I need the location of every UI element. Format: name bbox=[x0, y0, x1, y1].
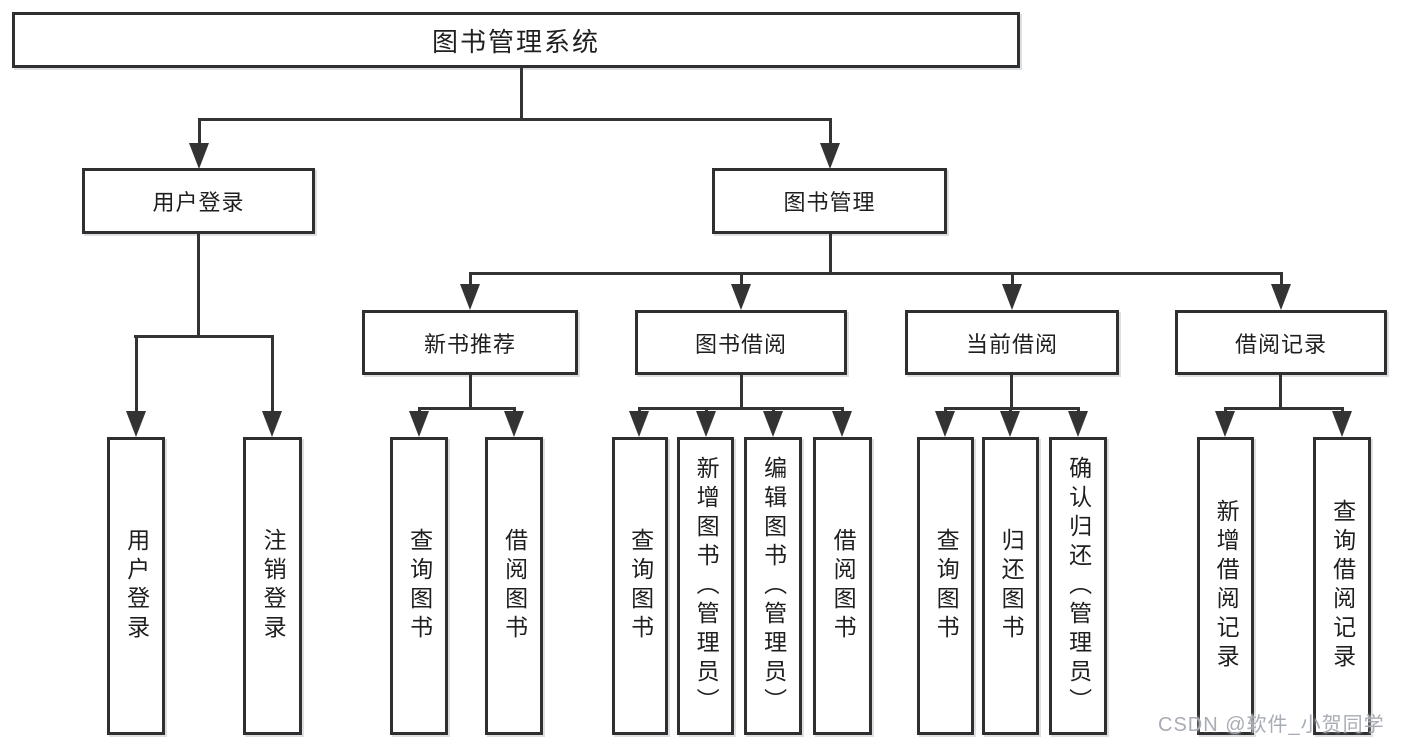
node-system-label: 图书管理系统 bbox=[431, 26, 600, 57]
leaf-add-borrow-record: 新增借阅记录 bbox=[1197, 437, 1254, 735]
leaf-query-books-recommend-label: 查询图书 bbox=[406, 528, 433, 644]
leaf-query-books-borrow: 查询图书 bbox=[612, 437, 668, 735]
arrow-down-icon bbox=[1332, 411, 1352, 437]
leaf-edit-book-admin-label: 编辑图书（管理员） bbox=[760, 455, 787, 717]
connector-line bbox=[1010, 375, 1013, 407]
leaf-logout-label: 注销登录 bbox=[260, 528, 287, 644]
leaf-borrow-books-recommend: 借阅图书 bbox=[485, 437, 543, 735]
node-book-management-label: 图书管理 bbox=[783, 190, 876, 215]
leaf-query-borrow-record-label: 查询借阅记录 bbox=[1329, 499, 1356, 673]
leaf-query-books-recommend: 查询图书 bbox=[390, 437, 448, 735]
connector-line bbox=[1280, 272, 1283, 288]
node-current-borrow-label: 当前借阅 bbox=[965, 331, 1058, 357]
arrow-down-icon bbox=[731, 284, 751, 310]
connector-line bbox=[197, 234, 200, 335]
arrow-down-icon bbox=[832, 411, 852, 437]
leaf-user-login-label: 用户登录 bbox=[123, 528, 150, 644]
node-new-book-recommend: 新书推荐 bbox=[362, 310, 578, 375]
leaf-query-books-borrow-label: 查询图书 bbox=[627, 528, 654, 644]
arrow-down-icon bbox=[126, 411, 146, 437]
arrow-down-icon bbox=[935, 411, 955, 437]
connector-line bbox=[740, 272, 743, 288]
arrow-down-icon bbox=[1002, 284, 1022, 310]
node-book-borrow: 图书借阅 bbox=[635, 310, 847, 375]
leaf-query-borrow-record: 查询借阅记录 bbox=[1313, 437, 1371, 735]
arrow-down-icon bbox=[189, 143, 209, 169]
node-book-borrow-label: 图书借阅 bbox=[694, 331, 787, 357]
node-user-login-label: 用户登录 bbox=[152, 190, 245, 215]
leaf-return-book: 归还图书 bbox=[982, 437, 1039, 735]
connector-line bbox=[198, 118, 832, 121]
leaf-query-books-current-label: 查询图书 bbox=[933, 528, 960, 644]
connector-line bbox=[520, 68, 523, 118]
leaf-borrow-books-recommend-label: 借阅图书 bbox=[501, 528, 528, 644]
connector-line bbox=[638, 407, 844, 410]
leaf-borrow-books-label: 借阅图书 bbox=[830, 528, 857, 644]
connector-line bbox=[418, 407, 516, 410]
leaf-add-borrow-record-label: 新增借阅记录 bbox=[1213, 499, 1240, 673]
arrow-down-icon bbox=[504, 411, 524, 437]
connector-line bbox=[1011, 272, 1014, 288]
arrow-down-icon bbox=[629, 411, 649, 437]
arrow-down-icon bbox=[820, 143, 840, 169]
node-book-management: 图书管理 bbox=[712, 168, 947, 234]
leaf-return-book-label: 归还图书 bbox=[998, 528, 1025, 644]
arrow-down-icon bbox=[696, 411, 716, 437]
arrow-down-icon bbox=[763, 411, 783, 437]
node-current-borrow: 当前借阅 bbox=[905, 310, 1119, 375]
watermark: CSDN @软件_小贺同学 bbox=[1158, 714, 1385, 736]
leaf-logout: 注销登录 bbox=[243, 437, 302, 735]
connector-line bbox=[740, 375, 743, 407]
arrow-down-icon bbox=[1271, 284, 1291, 310]
node-borrow-records: 借阅记录 bbox=[1175, 310, 1387, 375]
node-new-book-recommend-label: 新书推荐 bbox=[423, 331, 516, 357]
leaf-add-book-admin: 新增图书（管理员） bbox=[677, 437, 734, 735]
leaf-add-book-admin-label: 新增图书（管理员） bbox=[693, 455, 720, 717]
arrow-down-icon bbox=[409, 411, 429, 437]
leaf-confirm-return-admin-label: 确认归还（管理员） bbox=[1065, 455, 1092, 717]
connector-line bbox=[469, 272, 1282, 275]
connector-line bbox=[469, 375, 472, 407]
connector-line bbox=[1224, 407, 1343, 410]
arrow-down-icon bbox=[262, 411, 282, 437]
leaf-user-login: 用户登录 bbox=[107, 437, 165, 735]
connector-line bbox=[469, 272, 472, 288]
connector-line bbox=[271, 335, 274, 412]
leaf-query-books-current: 查询图书 bbox=[917, 437, 974, 735]
arrow-down-icon bbox=[1000, 411, 1020, 437]
node-system: 图书管理系统 bbox=[12, 12, 1020, 68]
leaf-borrow-books: 借阅图书 bbox=[813, 437, 872, 735]
arrow-down-icon bbox=[460, 284, 480, 310]
leaf-edit-book-admin: 编辑图书（管理员） bbox=[744, 437, 802, 735]
node-user-login: 用户登录 bbox=[82, 168, 315, 234]
connector-line bbox=[134, 335, 274, 338]
node-borrow-records-label: 借阅记录 bbox=[1234, 331, 1327, 357]
arrow-down-icon bbox=[1068, 411, 1088, 437]
connector-line bbox=[135, 335, 138, 412]
connector-line bbox=[829, 234, 832, 272]
leaf-confirm-return-admin: 确认归还（管理员） bbox=[1049, 437, 1107, 735]
connector-line bbox=[829, 118, 832, 146]
connector-line bbox=[1279, 375, 1282, 407]
arrow-down-icon bbox=[1215, 411, 1235, 437]
connector-line bbox=[198, 118, 201, 146]
